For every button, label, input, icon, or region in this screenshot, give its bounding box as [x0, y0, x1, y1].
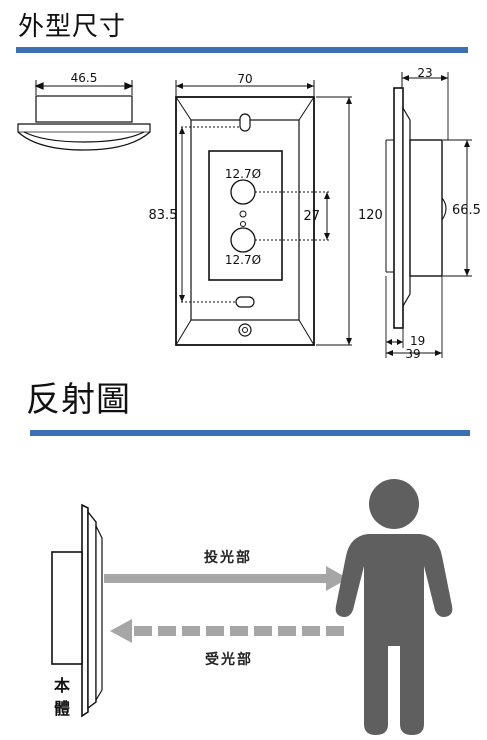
side-view	[385, 72, 472, 358]
person-silhouette	[335, 479, 453, 735]
dim-front-width: 70	[237, 72, 252, 86]
emit-label: 投光部	[204, 549, 252, 566]
dim-top-width: 46.5	[71, 71, 98, 85]
receive-arrow	[110, 619, 344, 643]
sensor-body	[51, 503, 103, 718]
section-divider-bottom	[30, 430, 470, 436]
front-view	[175, 80, 352, 346]
dim-lens-gap: 27	[303, 209, 320, 224]
section-divider-top	[16, 47, 468, 53]
lens-upper-label: 12.7Ø	[225, 167, 261, 181]
receive-label: 受光部	[205, 651, 253, 668]
dim-hole-span: 83.5	[149, 208, 178, 223]
lens-lower-label: 12.7Ø	[225, 253, 261, 267]
outline-dimensions-title: 外型尺寸	[18, 12, 127, 42]
dim-side-height: 66.5	[452, 203, 481, 218]
emit-arrow	[104, 566, 348, 591]
dim-side-base: 19	[410, 334, 425, 348]
dim-side-depth: 39	[405, 347, 420, 361]
top-view	[17, 80, 151, 151]
dim-height: 120	[358, 208, 383, 223]
body-label-bottom: 體	[54, 699, 71, 718]
dim-side-width: 23	[417, 66, 432, 80]
reflection-diagram-title: 反射圖	[26, 380, 131, 420]
body-label-top: 本	[54, 676, 71, 695]
